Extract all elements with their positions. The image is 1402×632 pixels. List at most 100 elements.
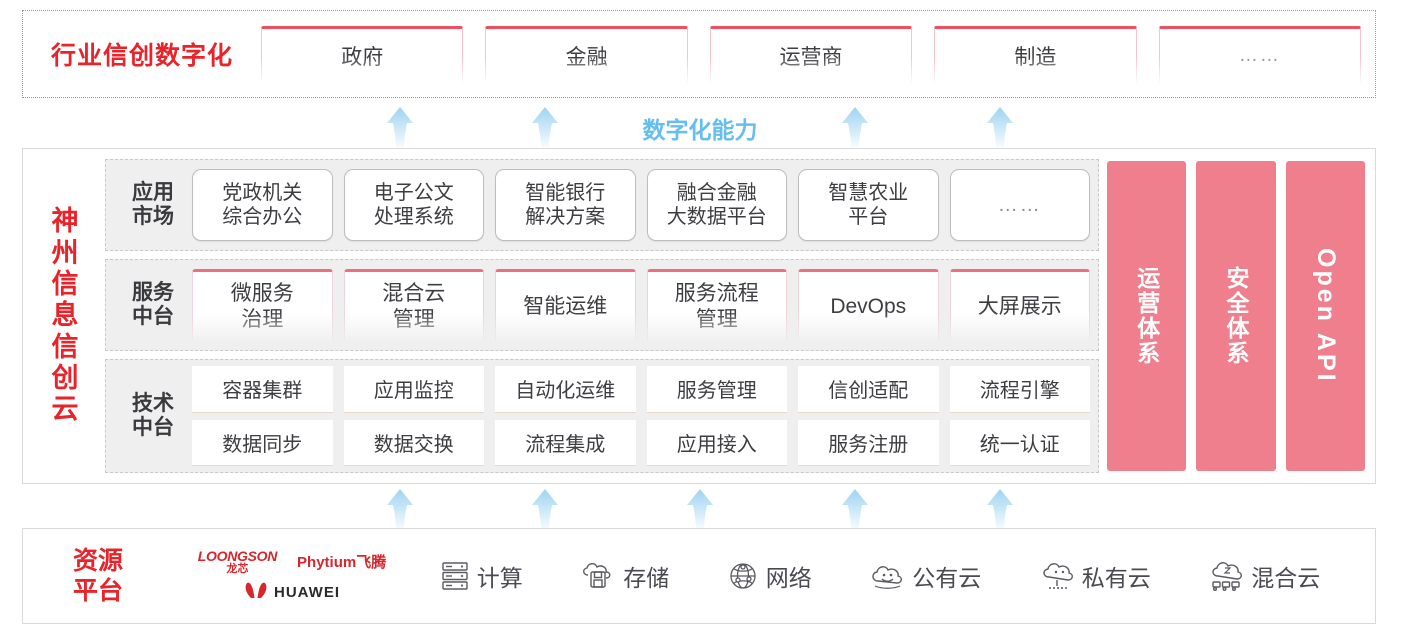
service-card-4[interactable]: 服务流程管理 (646, 269, 787, 341)
resource-support-arrow-5 (978, 488, 1022, 534)
resource-item-label: 公有云 (912, 565, 982, 591)
cloud-title-char-1: 神 (51, 206, 79, 237)
cloud-platform-body: 应用市场党政机关综合办公电子公文处理系统智能银行解决方案融合金融大数据平台智慧农… (101, 149, 1375, 483)
digital-capability-label: 数字化能力 (642, 117, 758, 143)
server-icon (440, 560, 470, 592)
loongson-logo-en: LOONGSON (197, 547, 278, 564)
resource-support-band (0, 486, 1402, 534)
private-cloud-icon (1039, 561, 1075, 591)
row-cards-technical-platform: 容器集群应用监控自动化运维服务管理信创适配流程引擎数据同步数据交换流程集成应用接… (192, 366, 1090, 466)
tech-card-2-1[interactable]: 数据同步 (192, 419, 333, 466)
resource-item-label: 私有云 (1081, 565, 1151, 591)
huawei-logo: HUAWEI (244, 581, 340, 604)
pillar-3[interactable]: Open API (1285, 161, 1365, 471)
resource-platform-panel: 资源平台 LOONGSON 龙芯 Phytium飞腾 HUAWEI 计算存储网络… (22, 528, 1376, 624)
resource-item-4[interactable]: 公有云 (869, 559, 981, 593)
row-cards-application-market: 党政机关综合办公电子公文处理系统智能银行解决方案融合金融大数据平台智慧农业平台…… (192, 166, 1090, 244)
cloud-platform-panel: 神州信息信创云 应用市场党政机关综合办公电子公文处理系统智能银行解决方案融合金融… (22, 148, 1376, 484)
row-label-application-market: 应用市场 (132, 181, 174, 228)
tech-card-2-2[interactable]: 数据交换 (343, 419, 484, 466)
resource-item-6[interactable]: 混合云 (1208, 559, 1320, 593)
resource-item-list: 计算 存储 网络 公有云 私有云 混合云 (411, 559, 1375, 593)
industry-card-label: 制造 (1014, 45, 1057, 69)
cloud-title-char-5: 信 (51, 331, 79, 362)
resource-item-label: 混合云 (1251, 565, 1321, 591)
industry-card-4[interactable]: 制造 (934, 26, 1137, 82)
tech-card-2-4[interactable]: 应用接入 (646, 419, 787, 466)
resource-support-arrow-4 (833, 488, 877, 534)
industry-card-3[interactable]: 运营商 (709, 26, 913, 82)
cloud-row-technical-platform: 技术中台容器集群应用监控自动化运维服务管理信创适配流程引擎数据同步数据交换流程集… (105, 359, 1099, 473)
pillar-2[interactable]: 安全体系 (1196, 161, 1276, 471)
service-card-5[interactable]: DevOps (798, 269, 939, 341)
cloud-title-char-2: 州 (51, 237, 79, 268)
vendor-logo-group: LOONGSON 龙芯 Phytium飞腾 HUAWEI (173, 549, 411, 604)
industry-card-1[interactable]: 政府 (261, 26, 464, 82)
huawei-logo-text: HUAWEI (274, 583, 340, 601)
industry-card-list: 政府 金融 运营商 制造 …… (261, 26, 1375, 82)
industry-card-label: …… (1238, 44, 1281, 66)
loongson-logo: LOONGSON 龙芯 (197, 547, 278, 575)
service-card-2[interactable]: 混合云管理 (343, 269, 484, 341)
tech-card-1-6[interactable]: 流程引擎 (949, 366, 1090, 413)
cloud-title-char-4: 息 (51, 300, 79, 331)
resource-item-label: 存储 (623, 565, 670, 591)
app-card-4[interactable]: 融合金融大数据平台 (646, 169, 787, 241)
industry-band: 行业信创数字化 政府 金融 运营商 制造 …… (22, 10, 1376, 98)
cross-cutting-pillars: 运营体系 安全体系 Open API (1107, 159, 1365, 473)
industry-band-title: 行业信创数字化 (50, 42, 233, 70)
service-card-1[interactable]: 微服务治理 (192, 269, 333, 341)
tech-card-2-5[interactable]: 服务注册 (798, 419, 939, 466)
cloud-storage-icon (580, 561, 616, 591)
app-card-6[interactable]: …… (949, 169, 1090, 241)
digital-capability-arrow-2 (523, 106, 567, 152)
app-card-1[interactable]: 党政机关综合办公 (192, 169, 333, 241)
resource-item-label: 网络 (765, 565, 812, 591)
resource-support-arrow-3 (678, 488, 722, 534)
digital-capability-band: 数字化能力 (0, 104, 1402, 152)
pillar-label: 安全体系 (1223, 266, 1250, 366)
industry-card-label: 政府 (341, 45, 384, 69)
tech-card-2-6[interactable]: 统一认证 (949, 419, 1090, 466)
pillar-1[interactable]: 运营体系 (1107, 161, 1187, 471)
tech-card-1-5[interactable]: 信创适配 (798, 366, 939, 413)
service-card-3[interactable]: 智能运维 (495, 269, 636, 341)
row-label-technical-platform: 技术中台 (132, 392, 174, 439)
cloud-title-char-6: 创 (51, 362, 79, 393)
resource-item-5[interactable]: 私有云 (1039, 559, 1151, 593)
tech-card-1-2[interactable]: 应用监控 (343, 366, 484, 413)
digital-capability-arrow-3 (833, 106, 877, 152)
resource-item-3[interactable]: 网络 (727, 559, 812, 593)
digital-capability-arrow-4 (978, 106, 1022, 152)
resource-item-label: 计算 (476, 565, 523, 591)
tech-card-2-3[interactable]: 流程集成 (495, 419, 636, 466)
cloud-title-char-7: 云 (51, 394, 79, 425)
hybrid-cloud-icon (1208, 561, 1244, 591)
app-card-5[interactable]: 智慧农业平台 (798, 169, 939, 241)
resource-support-arrow-2 (523, 488, 567, 534)
digital-capability-arrow-1 (378, 106, 422, 152)
service-card-6[interactable]: 大屏展示 (949, 269, 1090, 341)
industry-card-5[interactable]: …… (1158, 26, 1362, 82)
resource-support-arrow-1 (378, 488, 422, 534)
tech-card-1-1[interactable]: 容器集群 (192, 366, 333, 413)
tech-card-line-1: 容器集群应用监控自动化运维服务管理信创适配流程引擎 (192, 366, 1090, 413)
pillar-label: 运营体系 (1133, 266, 1160, 366)
network-globe-icon (727, 560, 759, 592)
app-card-3[interactable]: 智能银行解决方案 (495, 169, 636, 241)
tech-card-line-2: 数据同步数据交换流程集成应用接入服务注册统一认证 (192, 419, 1090, 466)
industry-card-label: 金融 (565, 45, 608, 69)
industry-card-2[interactable]: 金融 (485, 26, 688, 82)
tech-card-1-4[interactable]: 服务管理 (646, 366, 787, 413)
logo-line-two: HUAWEI (244, 581, 340, 604)
huawei-flower-icon (244, 581, 268, 604)
cloud-layer-stack: 应用市场党政机关综合办公电子公文处理系统智能银行解决方案融合金融大数据平台智慧农… (105, 159, 1099, 473)
app-card-2[interactable]: 电子公文处理系统 (343, 169, 484, 241)
tech-card-1-3[interactable]: 自动化运维 (495, 366, 636, 413)
row-label-service-platform: 服务中台 (132, 281, 174, 328)
resource-item-1[interactable]: 计算 (440, 559, 523, 593)
public-cloud-icon (869, 562, 905, 590)
resource-item-2[interactable]: 存储 (580, 559, 669, 593)
